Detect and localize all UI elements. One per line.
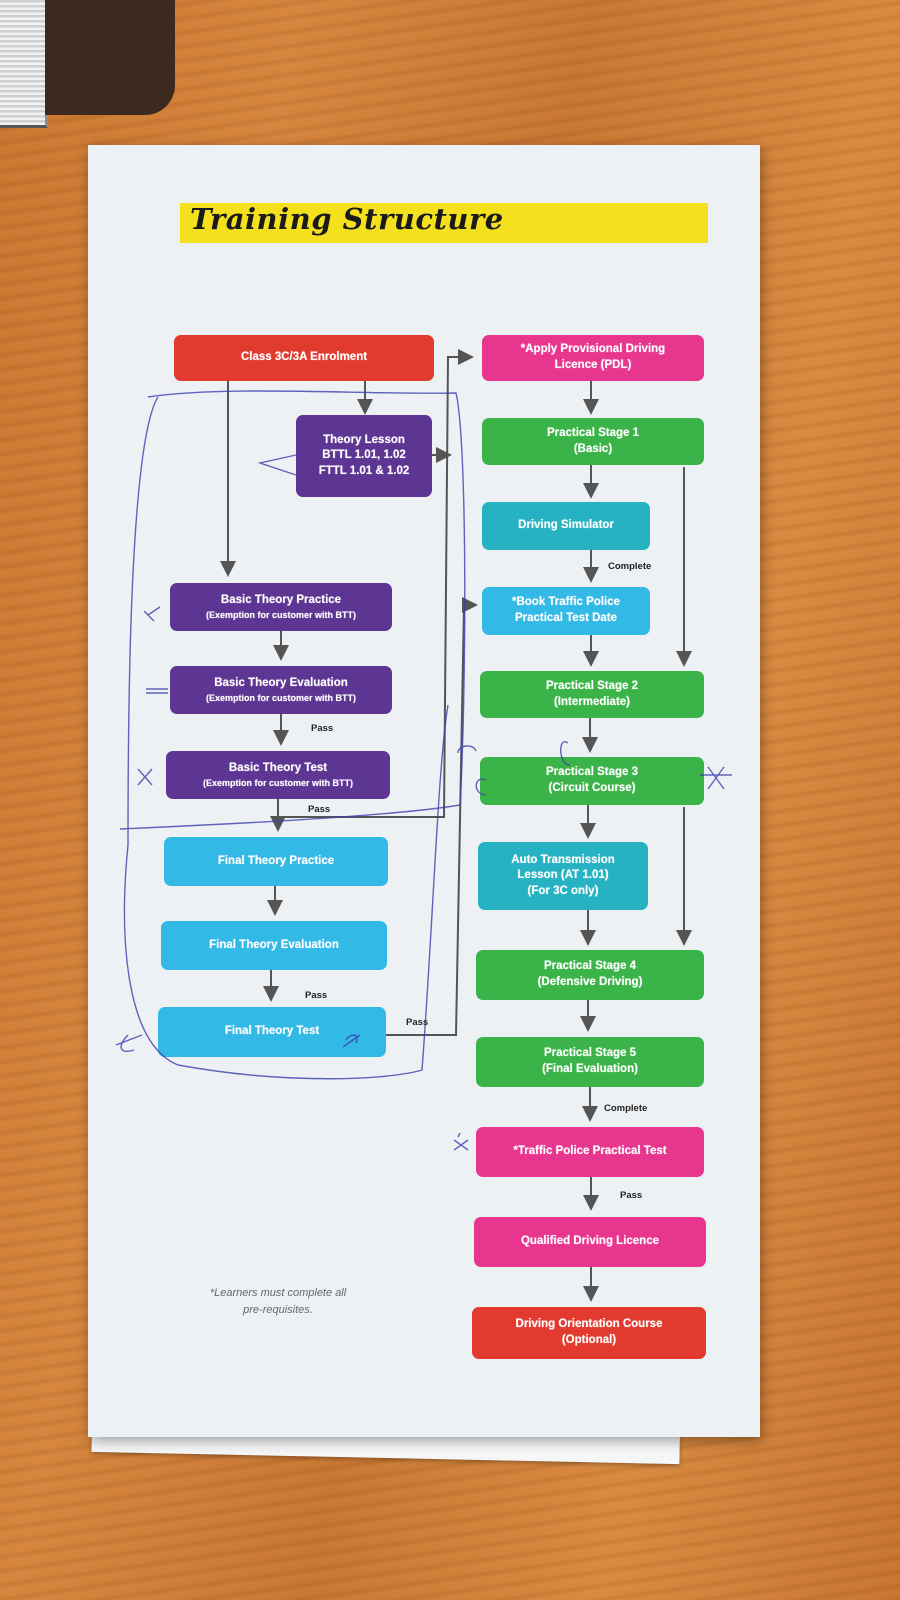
label-pass-tp-test: Pass (620, 1190, 643, 1201)
node-basic-theory-evaluation: Basic Theory Evaluation (Exemption for c… (170, 666, 392, 714)
page-title: Training Structure (190, 202, 504, 236)
node-basic-theory-test: Basic Theory Test (Exemption for custome… (166, 751, 390, 799)
label-pass-basic-eval: Pass (311, 723, 334, 734)
paper-stack (0, 0, 48, 128)
node-driving-simulator: Driving Simulator (482, 502, 650, 550)
node-book-traffic-police-test: *Book Traffic Police Practical Test Date (482, 587, 650, 635)
node-practical-stage-4: Practical Stage 4 (Defensive Driving) (476, 950, 704, 1000)
node-final-theory-practice: Final Theory Practice (164, 837, 388, 886)
node-theory-lesson: Theory Lesson BTTL 1.01, 1.02 FTTL 1.01 … (296, 415, 432, 497)
dark-object-corner (45, 0, 175, 115)
node-apply-pdl: *Apply Provisional Driving Licence (PDL) (482, 335, 704, 381)
node-driving-orientation-course: Driving Orientation Course (Optional) (472, 1307, 706, 1359)
node-traffic-police-practical-test: *Traffic Police Practical Test (476, 1127, 704, 1177)
footnote: *Learners must complete all pre-requisit… (209, 1287, 347, 1316)
node-practical-stage-3: Practical Stage 3 (Circuit Course) (480, 757, 704, 805)
node-qualified-driving-licence: Qualified Driving Licence (474, 1217, 706, 1267)
node-final-theory-evaluation: Final Theory Evaluation (161, 921, 387, 970)
label-pass-final-eval: Pass (305, 990, 328, 1001)
node-basic-theory-practice: Basic Theory Practice (Exemption for cus… (170, 583, 392, 631)
node-practical-stage-2: Practical Stage 2 (Intermediate) (480, 671, 704, 718)
label-complete-simulator: Complete (608, 561, 652, 572)
title-highlight (180, 203, 708, 243)
label-complete-stage5: Complete (604, 1103, 648, 1114)
label-pass-final-test: Pass (406, 1017, 429, 1028)
label-pass-basic-test: Pass (308, 804, 331, 815)
node-auto-transmission-lesson: Auto Transmission Lesson (AT 1.01) (For … (478, 842, 648, 910)
node-enrolment: Class 3C/3A Enrolment (174, 335, 434, 381)
brochure-sheet: Training Structure (88, 145, 760, 1437)
node-practical-stage-5: Practical Stage 5 (Final Evaluation) (476, 1037, 704, 1087)
node-practical-stage-1: Practical Stage 1 (Basic) (482, 418, 704, 465)
arrow-final-test-to-book-test (386, 597, 478, 1036)
node-final-theory-test: Final Theory Test (158, 1007, 386, 1057)
